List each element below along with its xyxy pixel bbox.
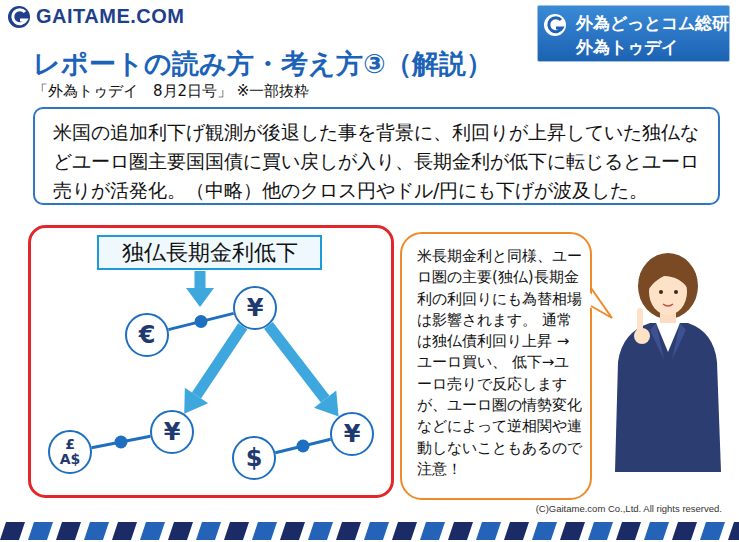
page-title: レポートの読み方・考え方③（解説） [33, 46, 493, 82]
speech-bubble: 米長期金利と同様、ユーロ圏の主要(独仏)長期金利の利回りにも為替相場は影響されま… [400, 232, 592, 500]
connector [92, 436, 151, 449]
arrow-head [314, 391, 339, 417]
node-text: 独仏長期金利低下 [122, 238, 298, 268]
currency-circle: ¥ [233, 286, 277, 330]
currency-circle: £ A$ [48, 430, 92, 474]
footer-stripe [0, 522, 739, 540]
bubble-tail-outline [591, 288, 612, 318]
effect-arrow [196, 326, 242, 395]
node-text: ¥ [247, 294, 264, 322]
quote-box: 米国の追加利下げ観測が後退した事を背景に、利回りが上昇していた独仏などユーロ圏主… [33, 107, 720, 205]
copyright: (C)Gaitame.com Co.,Ltd. All rights reser… [440, 503, 722, 514]
currency-circle: ¥ [150, 410, 194, 454]
pair-dot [195, 315, 208, 328]
node-text: ¥ [344, 420, 361, 448]
effect-arrow [268, 325, 325, 399]
brand-badge: 外為どっとコム総研外為トゥデイ [537, 5, 730, 62]
node-text: 外為トゥデイ [576, 35, 729, 59]
node-text: 米国の追加利下げ観測が後退した事を背景に、利回りが上昇していた独仏などユーロ圏主… [53, 118, 710, 205]
connector [184, 326, 243, 413]
pair-dot [297, 440, 310, 453]
pair-line [168, 313, 233, 329]
pair-dot [115, 436, 128, 449]
currency-circle: ¥ [330, 412, 374, 456]
diagram-frame [30, 227, 393, 497]
connector [268, 325, 338, 416]
cause-bar: 独仏長期金利低下 [97, 235, 322, 270]
node-text: £ A$ [59, 437, 81, 467]
node-text: 外為どっとコム総研 [576, 11, 729, 35]
pair-line [275, 439, 330, 453]
pair-line [92, 436, 151, 448]
node-text: € [139, 321, 156, 349]
down-arrow [186, 271, 214, 307]
woman-illustration [615, 253, 721, 472]
logo-icon [8, 6, 30, 28]
connector [168, 313, 233, 329]
subtitle: 「外為トゥデイ 8月2日号」 ※一部抜粋 [33, 82, 309, 101]
node-text: $ [246, 444, 263, 472]
node-text: 米長期金利と同様、ユーロ圏の主要(独仏)長期金利の利回りにも為替相場は影響されま… [417, 246, 583, 480]
currency-circle: $ [232, 436, 276, 480]
connector [275, 439, 330, 453]
currency-circle: € [125, 313, 169, 357]
node-text: ¥ [164, 418, 181, 446]
arrow-head [184, 388, 208, 414]
brand-logo: GAITAME.COM [36, 5, 184, 28]
